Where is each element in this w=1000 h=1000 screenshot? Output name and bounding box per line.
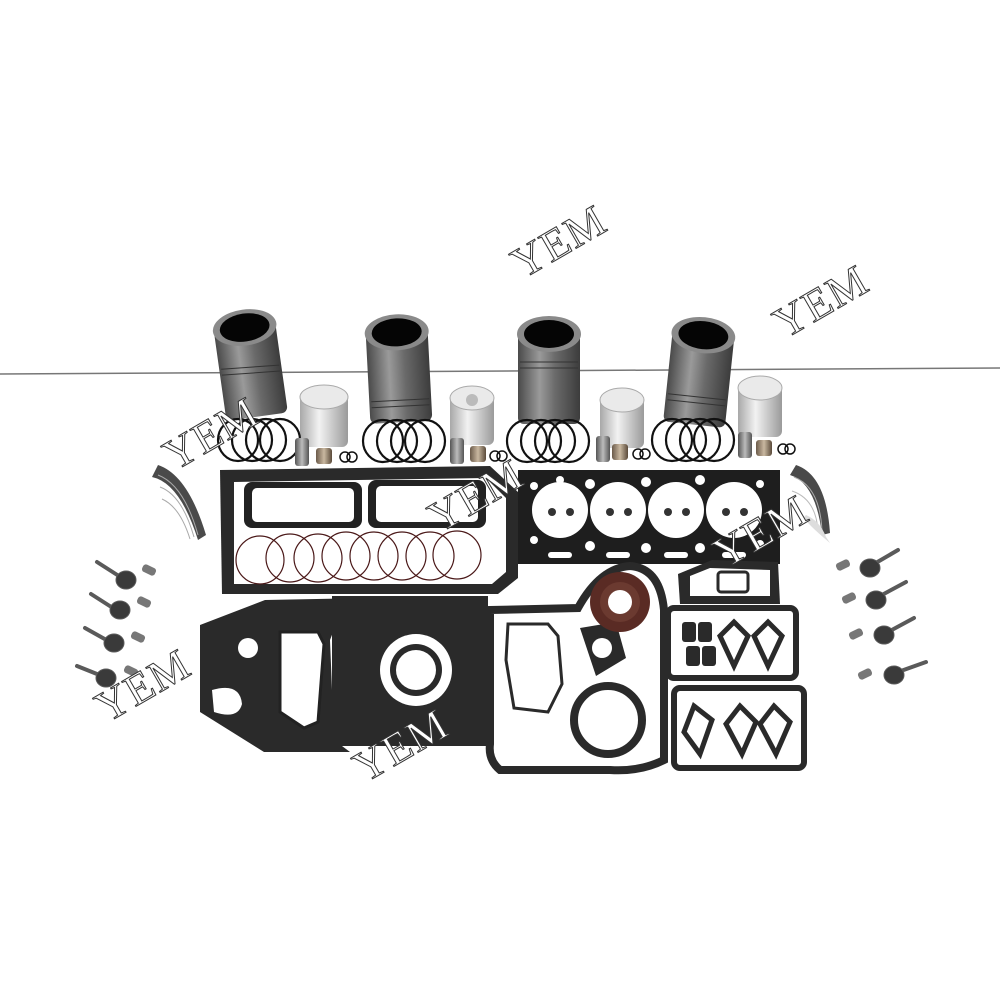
valve-r3: [848, 616, 916, 645]
small-end-bushings: [316, 440, 772, 464]
circlips: [339, 443, 796, 463]
liner-4: [663, 316, 736, 428]
valve-r4: [857, 660, 928, 685]
manifold-gasket-set-1: [665, 605, 799, 681]
ring-set-4: [650, 417, 736, 463]
front-cover-gasket: [485, 561, 668, 775]
valve-l3: [83, 626, 146, 653]
pistons: [299, 375, 783, 448]
timing-plate-gasket: [332, 596, 488, 746]
valve-r2: [841, 580, 908, 610]
piston-3: [599, 387, 645, 448]
ring-set-2: [361, 418, 447, 464]
rear-plate-gasket: [200, 598, 368, 752]
thermostat-gasket: [678, 560, 780, 604]
piston-1: [299, 384, 349, 447]
liner-3: [517, 316, 581, 424]
manifold-gasket-set-2: [671, 685, 807, 771]
liner-1: [212, 309, 288, 421]
valves-left: [75, 560, 157, 688]
ring-set-3: [505, 418, 591, 464]
crankshaft-seal: [590, 572, 650, 632]
oil-pan-gasket: [220, 466, 518, 594]
valves-right: [835, 548, 928, 685]
table-edge: [0, 367, 1000, 375]
piston-ring-sets: [216, 417, 736, 464]
head-gasket: [518, 470, 780, 564]
valve-l1: [95, 560, 157, 590]
piston-4: [737, 375, 783, 437]
valve-l4: [75, 664, 139, 688]
cylinder-liners: [212, 309, 736, 428]
piston-pins: [295, 432, 752, 466]
liner-2: [364, 314, 433, 424]
valve-r1: [835, 548, 900, 578]
main-bearings-left: [152, 465, 206, 540]
piston-2: [449, 385, 495, 445]
main-bearings-right: [790, 465, 830, 543]
valve-l2: [89, 592, 152, 620]
